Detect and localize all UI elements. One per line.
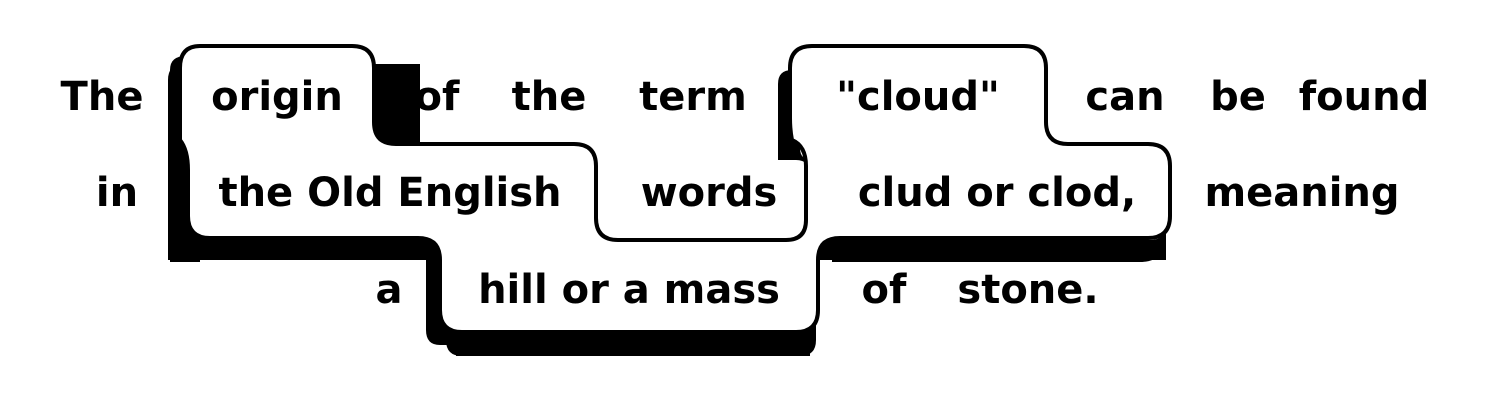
word-a: a [375, 267, 403, 313]
word-meaning: meaning [1204, 170, 1400, 216]
outline-shadow [168, 64, 1166, 356]
word-be: be [1210, 74, 1266, 120]
word-the-old-english: the Old English [218, 170, 562, 216]
outline-shape [178, 44, 1172, 334]
word-clud-or-clod: clud or clod, [857, 170, 1137, 216]
word-cloud: "cloud" [836, 74, 1000, 120]
word-the: The [60, 74, 144, 120]
outline-shadow-right [832, 236, 1166, 262]
outline-shadow-bottom [426, 248, 810, 356]
word-stone: stone. [957, 267, 1099, 313]
word-of-2: of [861, 267, 907, 313]
word-words: words [640, 170, 778, 216]
word-origin: origin [211, 74, 343, 120]
word-term: term [639, 74, 747, 120]
word-of: of [414, 74, 460, 120]
word-the-2: the [511, 74, 587, 120]
word-in: in [95, 170, 139, 216]
word-hill-or-a-mass: hill or a mass [478, 267, 780, 313]
word-can: can [1085, 74, 1165, 120]
word-found: found [1298, 74, 1430, 120]
